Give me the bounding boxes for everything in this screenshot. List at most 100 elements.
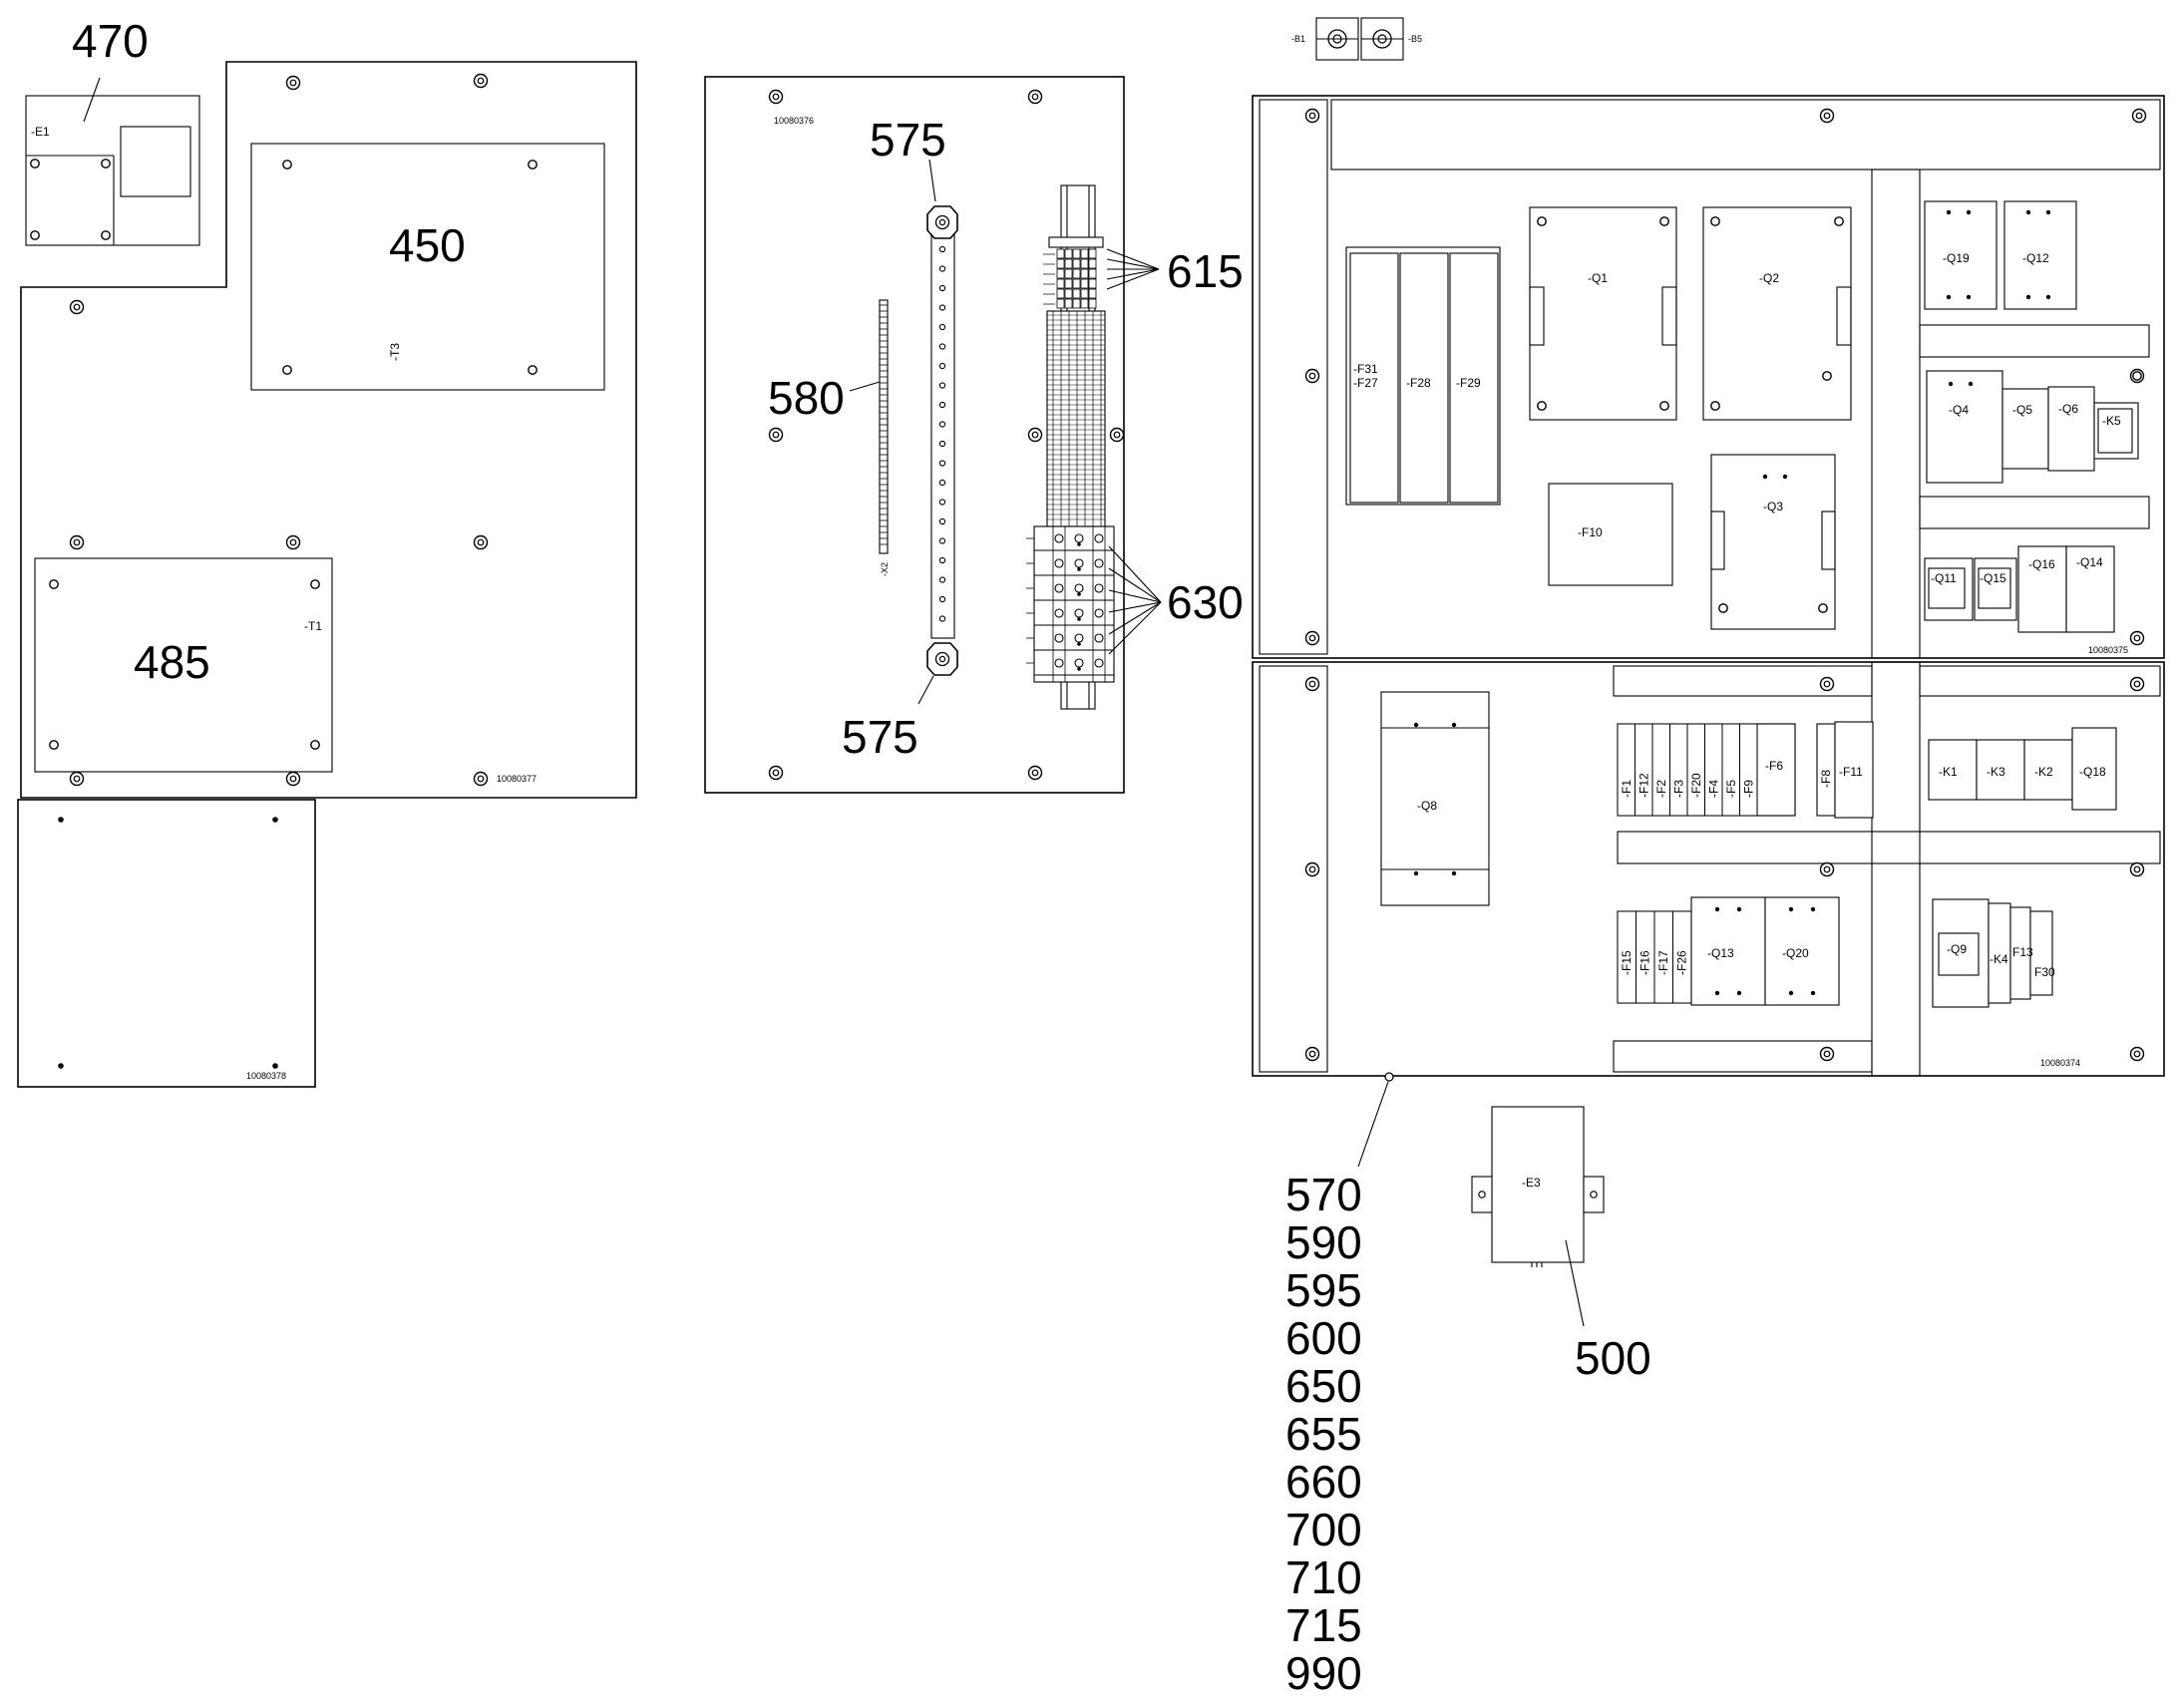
label-q4: -Q4: [1949, 403, 1969, 417]
label-k2: -K2: [2034, 765, 2053, 779]
callout-list-item: 600: [1285, 1312, 1362, 1364]
label-q8: -Q8: [1417, 799, 1437, 813]
label-k3: -K3: [1987, 765, 2005, 779]
callout-list-item: 700: [1285, 1504, 1362, 1555]
leader-500: [1565, 1239, 1585, 1327]
label-f16: -F16: [1638, 950, 1652, 975]
breaker-group-q9: -Q9 -K4 F13 F30: [1932, 898, 2055, 1008]
callout-list-item: 710: [1285, 1551, 1362, 1603]
din-rail-terminals: [1026, 184, 1125, 710]
label-f4: -F4: [1707, 780, 1721, 798]
breaker-group-q11-q16: -Q11 -Q15 -Q16 -Q14: [1924, 545, 2115, 633]
drawing-number-bottom: 10080378: [246, 1071, 286, 1081]
label-f29: -F29: [1456, 376, 1481, 390]
fuse-f10: -F10: [1548, 483, 1673, 586]
breaker-q20: -Q20: [1764, 896, 1840, 1006]
label-q14: -Q14: [2076, 555, 2103, 569]
label-b5: -B5: [1408, 34, 1422, 44]
callout-list-item: 650: [1285, 1360, 1362, 1412]
callout-list-item: 715: [1285, 1599, 1362, 1651]
device-e3: -E3: [1471, 1106, 1605, 1267]
label-f15: -F15: [1620, 950, 1634, 975]
leader-570: [1357, 1081, 1389, 1168]
label-x2: -X2: [880, 562, 890, 576]
fuse-row-f1-f6: -F6 -F1-F12-F2-F3-F20-F4-F5-F9: [1617, 723, 1796, 817]
fuse-f8-f11: -F8 -F11: [1816, 721, 1874, 819]
breaker-q13: -Q13: [1690, 896, 1766, 1006]
breaker-q3: -Q3: [1710, 454, 1836, 630]
main-cabinet: 10080375 10080374 -F31 -F27 -F28 -F29 -Q…: [1252, 95, 2165, 1168]
label-f11: -F11: [1839, 765, 1863, 779]
leader-575-top: [928, 159, 936, 202]
label-q3: -Q3: [1763, 500, 1783, 513]
callout-list-item: 660: [1285, 1456, 1362, 1508]
label-f28: -F28: [1406, 376, 1431, 390]
label-t3: -T3: [388, 343, 402, 361]
leader-580: [849, 381, 881, 392]
label-q5: -Q5: [2012, 403, 2032, 417]
label-f2: -F2: [1654, 780, 1668, 798]
callout-615: 615: [1167, 245, 1244, 297]
label-f13: F13: [2012, 945, 2033, 959]
callout-575-top: 575: [870, 114, 946, 166]
callout-list-item: 590: [1285, 1216, 1362, 1268]
left-panel-assembly: 10080377 -E1 470 -T3 450 -T1 485: [17, 15, 637, 1088]
label-f20: -F20: [1689, 773, 1703, 798]
fuse-row-f15-f26: -F15-F16-F17-F26: [1617, 910, 1692, 1004]
label-f10: -F10: [1578, 525, 1603, 539]
label-f30: F30: [2034, 965, 2055, 979]
leaders-630: [1108, 545, 1162, 655]
sensors-b1-b5: -B1 -B5: [1291, 17, 1422, 61]
callout-580: 580: [768, 372, 845, 424]
label-e1: -E1: [31, 125, 50, 139]
label-f9: -F9: [1742, 780, 1756, 798]
label-q18: -Q18: [2079, 765, 2106, 779]
callout-575-bottom: 575: [842, 711, 918, 763]
callout-list-item: 570: [1285, 1169, 1362, 1220]
label-f5: -F5: [1724, 780, 1738, 798]
fuse-group-f27-f31: -F31 -F27 -F28 -F29: [1345, 246, 1501, 506]
component-e1: -E1: [25, 95, 200, 246]
label-f31: -F31: [1353, 362, 1378, 376]
callout-630: 630: [1167, 576, 1244, 628]
label-q6: -Q6: [2058, 402, 2078, 416]
drawing-number-lower: 10080374: [2040, 1058, 2080, 1068]
label-q9: -Q9: [1947, 942, 1967, 956]
leader-575-bottom: [917, 675, 934, 705]
transformer-plate-t1: -T1: [34, 557, 333, 773]
callout-list-570: 570 590 595 600 650 655 660 700 710 715 …: [1285, 1169, 1362, 1699]
label-f8: -F8: [1819, 770, 1833, 788]
earth-bar: [926, 205, 958, 676]
label-e3: -E3: [1522, 1176, 1541, 1190]
label-k5: -K5: [2102, 414, 2121, 428]
drawing-number-left: 10080377: [497, 774, 537, 784]
label-b1: -B1: [1291, 34, 1305, 44]
label-f3: -F3: [1672, 780, 1686, 798]
drawing-number-middle: 10080376: [774, 116, 814, 126]
callout-list-item: 655: [1285, 1408, 1362, 1460]
label-k4: -K4: [1990, 952, 2008, 966]
terminal-strip-x2: -X2: [879, 299, 890, 576]
label-f27: -F27: [1353, 376, 1378, 390]
label-q19: -Q19: [1943, 251, 1970, 265]
middle-terminal-panel: 10080376 575 575 -X2 580: [704, 76, 1244, 794]
label-t1: -T1: [304, 619, 322, 633]
leader-470: [83, 77, 101, 123]
label-f12: -F12: [1637, 773, 1651, 798]
relay-q19: -Q19: [1924, 200, 1998, 310]
label-k1: -K1: [1939, 765, 1958, 779]
label-q15: -Q15: [1980, 571, 2006, 585]
label-q2: -Q2: [1759, 271, 1779, 285]
callout-list-item: 595: [1285, 1264, 1362, 1316]
callout-470: 470: [72, 15, 149, 67]
label-f26: -F26: [1675, 950, 1689, 975]
breaker-q2: -Q2: [1702, 206, 1852, 421]
label-q11: -Q11: [1931, 571, 1957, 585]
label-f6: -F6: [1765, 759, 1783, 773]
callout-485: 485: [134, 636, 210, 688]
callout-450: 450: [389, 219, 466, 271]
callout-list-item: 990: [1285, 1647, 1362, 1699]
transformer-plate-t3: -T3: [250, 143, 605, 391]
label-q1: -Q1: [1588, 271, 1608, 285]
